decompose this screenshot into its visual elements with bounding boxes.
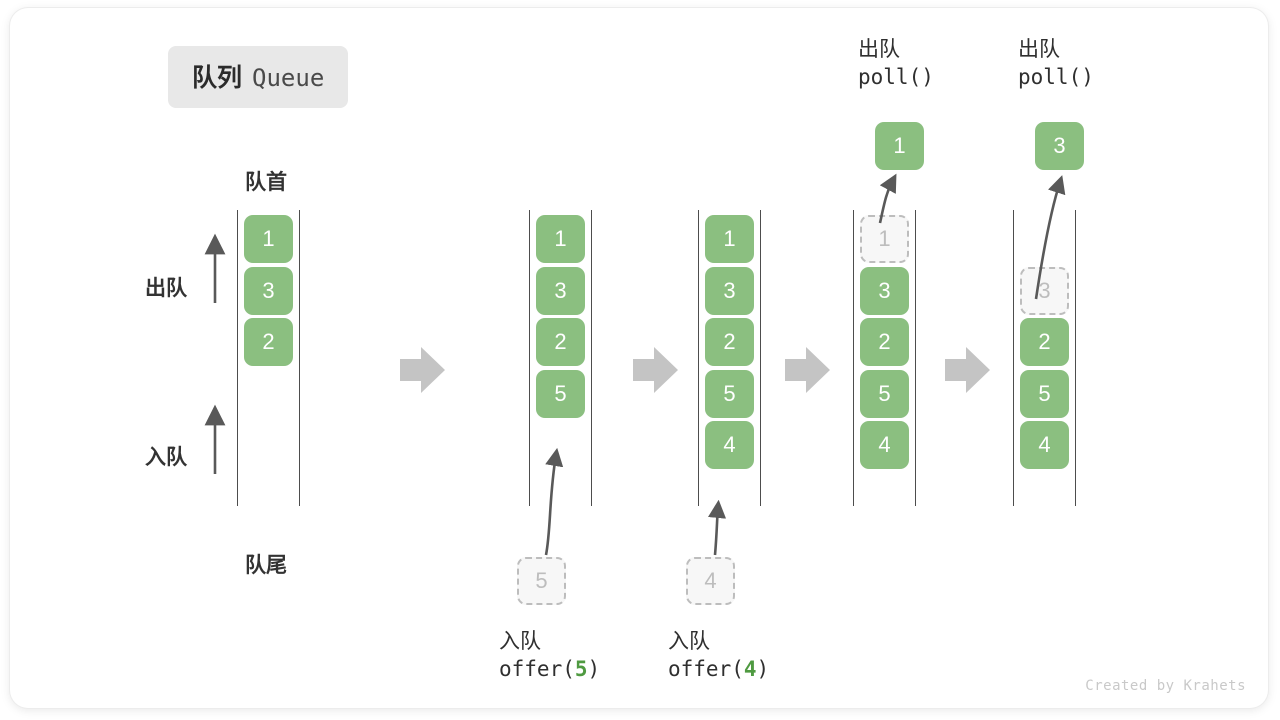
- queue-slot: 1: [244, 215, 293, 263]
- queue-element: 3: [244, 266, 293, 315]
- polled-element-value: 3: [1035, 122, 1084, 170]
- queue-slot: 4: [1020, 421, 1069, 469]
- pending-element-value: 4: [686, 557, 735, 605]
- op-code-prefix: poll(: [858, 64, 922, 89]
- queue-slot: 3: [1020, 266, 1069, 315]
- queue-element: 1: [536, 215, 585, 263]
- op-code-prefix: offer(: [668, 656, 744, 681]
- queue-element: 5: [1020, 369, 1069, 418]
- transition-arrow-4: [945, 347, 990, 393]
- queue-slot: 3: [244, 266, 293, 315]
- op-code-prefix: poll(: [1018, 64, 1082, 89]
- queue-element: 2: [1020, 318, 1069, 366]
- op-code-argument: 4: [743, 656, 757, 681]
- op-code-suffix: ): [921, 64, 934, 89]
- queue-element-ghost: 1: [860, 215, 909, 263]
- op-caption-cn: 入队: [499, 630, 541, 653]
- offer-5-arrow: [544, 447, 564, 556]
- credit-text: Created by Krahets: [1085, 678, 1246, 694]
- enqueue-side-label: 入队: [145, 446, 187, 469]
- offer-caption: 入队 offer(4): [668, 628, 769, 683]
- op-code-argument: 5: [574, 656, 588, 681]
- offer-caption: 入队 offer(5): [499, 628, 600, 683]
- title-en: Queue: [252, 64, 325, 92]
- op-caption-code: poll(): [1018, 64, 1094, 92]
- queue-rail-left: [1013, 210, 1014, 506]
- op-code-suffix: ): [756, 656, 770, 681]
- queue-rail-left: [529, 210, 530, 506]
- queue-slot: 1: [860, 215, 909, 263]
- pending-element-value: 5: [517, 557, 566, 605]
- head-label: 队首: [245, 171, 287, 194]
- queue-rail-right: [299, 210, 300, 506]
- transition-arrow-1: [400, 347, 445, 393]
- transition-arrow-2: [633, 347, 678, 393]
- queue-rail-right: [591, 210, 592, 506]
- queue-slot: 4: [860, 421, 909, 469]
- op-caption-cn: 出队: [1018, 38, 1060, 61]
- queue-slot: 3: [705, 266, 754, 315]
- poll-caption: 出队 poll(): [1018, 36, 1094, 91]
- queue-element: 3: [860, 266, 909, 315]
- dequeue-side-label: 出队: [145, 277, 187, 300]
- queue-rail-right: [760, 210, 761, 506]
- queue-element: 2: [536, 318, 585, 366]
- offer-4-arrow: [707, 499, 727, 556]
- op-caption-code: offer(4): [668, 656, 769, 684]
- queue-element-ghost: 3: [1020, 266, 1069, 315]
- queue-element: 5: [705, 369, 754, 418]
- queue-slot: 2: [244, 318, 293, 366]
- poll-caption: 出队 poll(): [858, 36, 934, 91]
- queue-rail-left: [698, 210, 699, 506]
- polled-element: 3: [1035, 122, 1084, 170]
- arrow-overlay: [204, 173, 1066, 556]
- queue-rail-right: [1075, 210, 1076, 506]
- queue-element: 2: [705, 318, 754, 366]
- queue-slot: 5: [860, 369, 909, 418]
- queue-slot: 3: [536, 266, 585, 315]
- queue-slot: 4: [705, 421, 754, 469]
- queue-slot: 5: [1020, 369, 1069, 418]
- queue-element: 2: [244, 318, 293, 366]
- queue-element: 3: [536, 266, 585, 315]
- queue-element: 1: [705, 215, 754, 263]
- queue-element: 3: [705, 266, 754, 315]
- queue-slot: 5: [705, 369, 754, 418]
- diagram-title-badge: 队列 Queue: [168, 46, 349, 108]
- op-caption-code: poll(): [858, 64, 934, 92]
- queue-slot: 1: [536, 215, 585, 263]
- queue-slot: 2: [860, 318, 909, 366]
- queue-element: 5: [536, 369, 585, 418]
- queue-slot: 1: [705, 215, 754, 263]
- op-code-prefix: offer(: [499, 656, 575, 681]
- queue-rail-left: [853, 210, 854, 506]
- queue-slot: 3: [860, 266, 909, 315]
- transition-arrow-3: [785, 347, 830, 393]
- queue-rail-right: [915, 210, 916, 506]
- queue-element: 4: [1020, 421, 1069, 469]
- polled-element-value: 1: [875, 122, 924, 170]
- queue-slot: 5: [536, 369, 585, 418]
- tail-label: 队尾: [245, 554, 287, 577]
- queue-slot: 2: [1020, 318, 1069, 366]
- queue-rail-left: [237, 210, 238, 506]
- queue-element: 5: [860, 369, 909, 418]
- title-cn: 队列: [192, 64, 243, 92]
- queue-element: 4: [860, 421, 909, 469]
- polled-element: 1: [875, 122, 924, 170]
- pending-element: 5: [517, 557, 566, 605]
- queue-element: 1: [244, 215, 293, 263]
- op-caption-cn: 出队: [858, 38, 900, 61]
- queue-element: 4: [705, 421, 754, 469]
- op-code-suffix: ): [1081, 64, 1094, 89]
- pending-element: 4: [686, 557, 735, 605]
- queue-slot: 2: [536, 318, 585, 366]
- queue-element: 2: [860, 318, 909, 366]
- queue-slot: 2: [705, 318, 754, 366]
- op-caption-code: offer(5): [499, 656, 600, 684]
- op-code-suffix: ): [587, 656, 601, 681]
- op-caption-cn: 入队: [668, 630, 710, 653]
